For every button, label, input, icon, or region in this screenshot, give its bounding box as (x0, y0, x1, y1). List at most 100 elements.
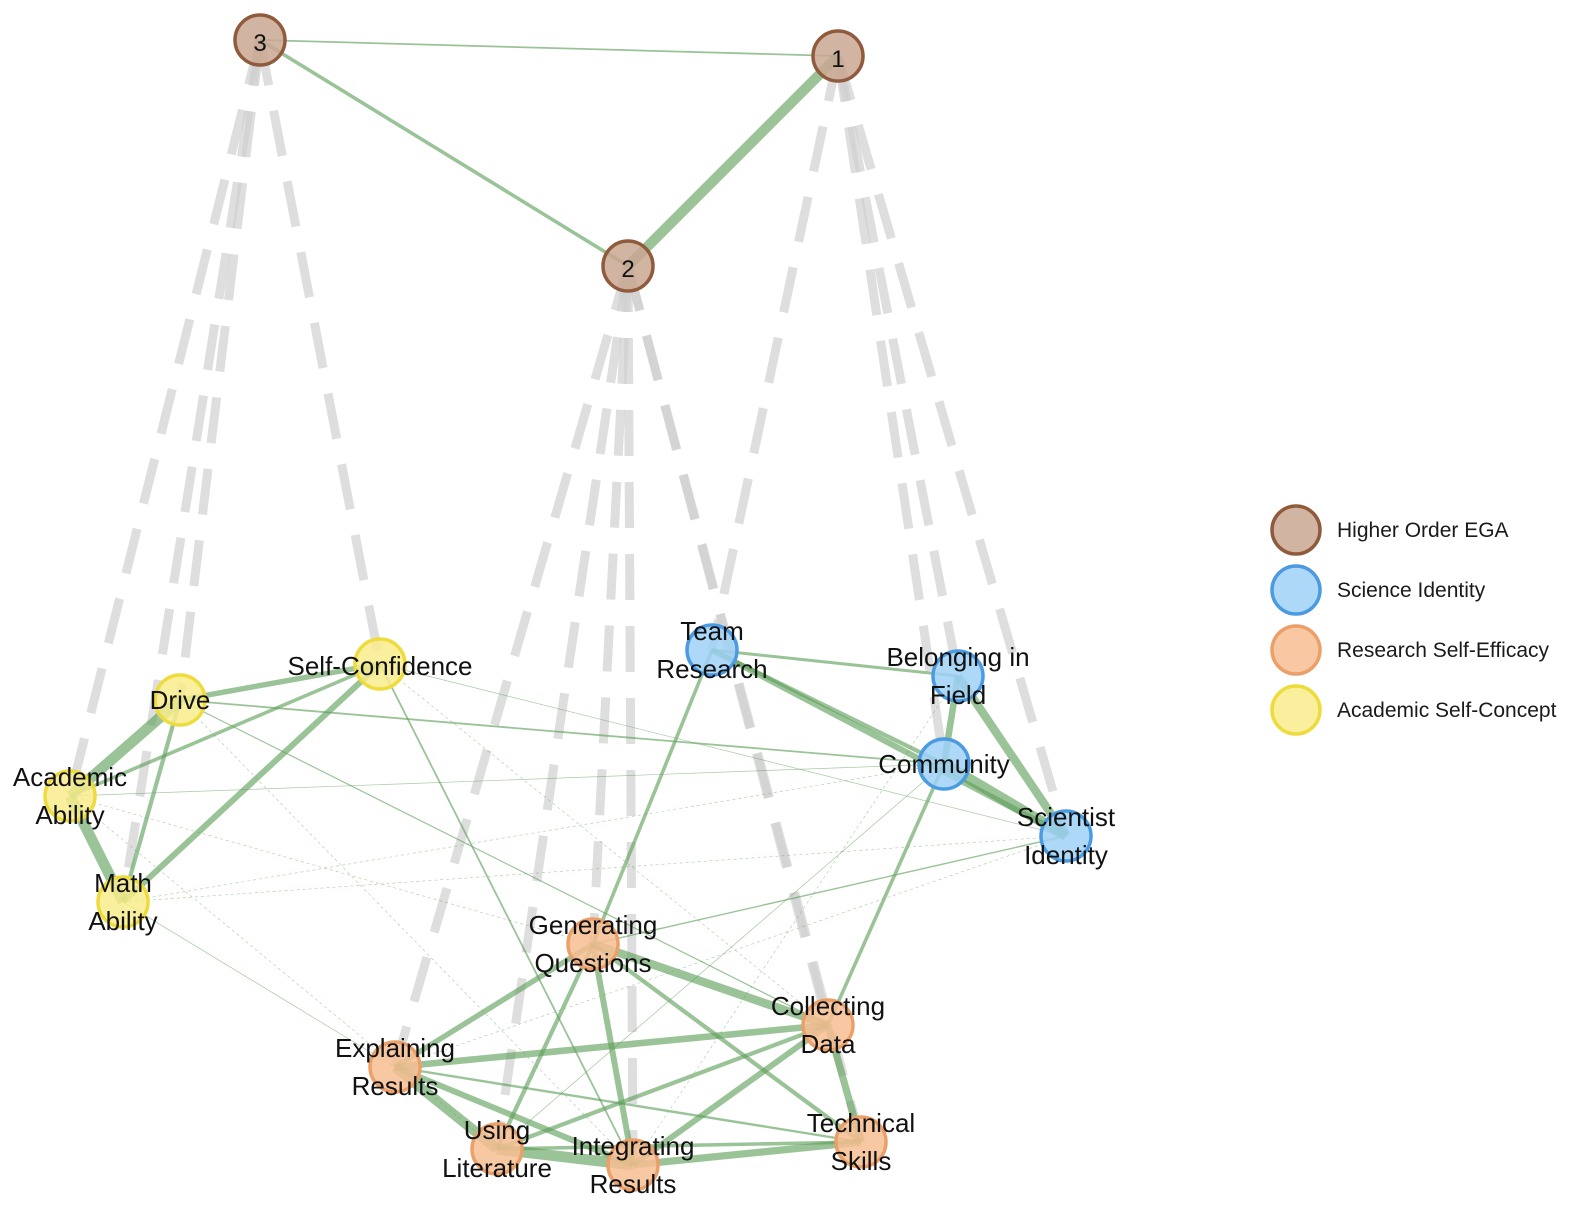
edge-genq-explain (393, 941, 595, 1070)
node-drive[interactable]: Drive (150, 673, 211, 727)
edge-uselit-tech (496, 1140, 862, 1151)
node-label-h3: 3 (253, 30, 266, 57)
legend-label-academic: Academic Self-Concept (1337, 699, 1557, 722)
loading-edge-h2-genq (588, 265, 633, 945)
node-h2[interactable]: 2 (601, 239, 655, 293)
node-h3[interactable]: 3 (233, 13, 287, 67)
legend-label-science: Science Identity (1337, 579, 1486, 602)
edge-h1-h2 (624, 52, 842, 270)
loading-edge-h3-acad (65, 38, 265, 798)
node-label-tech-line1: Technical (807, 1108, 915, 1138)
edge-genq-collect (591, 940, 830, 1029)
legend-swatch-science (1270, 564, 1322, 616)
edge-drive-integ (179, 699, 634, 1166)
edge-scientist-explain (394, 835, 1067, 1068)
legend-swatch-higher (1270, 504, 1322, 556)
node-community[interactable]: Community (878, 737, 1010, 791)
node-circle-explain (368, 1040, 422, 1094)
node-label-team-line1: Team (680, 616, 744, 646)
edge-team-belong (711, 648, 959, 678)
node-h1[interactable]: 1 (811, 29, 865, 83)
node-circle-community (917, 737, 971, 791)
node-label-drive: Drive (150, 685, 211, 715)
node-label-scientist-line1: Scientist (1017, 802, 1116, 832)
edge-collect-integ (631, 1022, 830, 1168)
legend-item-academic: Academic Self-Concept (1270, 684, 1557, 736)
node-label-uselit-line1: Using (464, 1115, 530, 1145)
edge-acad-genq (69, 795, 594, 945)
edge-genq-scientist (592, 835, 1067, 945)
node-circle-math (96, 875, 150, 929)
legend-swatch-research (1270, 624, 1322, 676)
node-label-collect-line1: Collecting (771, 991, 885, 1021)
node-label-uselit-line2: Literature (442, 1153, 552, 1183)
node-label-genq-line2: Questions (534, 948, 651, 978)
loading-edge-h1-community (833, 55, 949, 765)
loading-edge-h3-math (118, 39, 265, 903)
loading-edge-h1-team (707, 55, 843, 651)
node-label-community: Community (878, 749, 1009, 779)
legend-item-higher: Higher Order EGA (1270, 504, 1509, 556)
edge-community-collect (826, 763, 946, 1026)
edge-selfconf-math (120, 661, 383, 905)
edge-h3-h2 (259, 38, 629, 268)
node-circle-selfconf (353, 637, 407, 691)
node-label-genq-line1: Generating (529, 910, 658, 940)
loading-edges-layer (65, 38, 1071, 1166)
node-label-math-line1: Math (94, 868, 152, 898)
edge-math-community (122, 763, 945, 903)
node-label-acad-line1: Academic (13, 762, 127, 792)
node-circle-belong (931, 649, 985, 703)
loading-edge-h2-tech (623, 264, 866, 1144)
node-circle-h3 (233, 13, 287, 67)
edge-math-explain (122, 901, 396, 1068)
node-label-belong-line1: Belonging in (886, 642, 1029, 672)
node-label-integ-line2: Results (590, 1169, 677, 1199)
node-circle-collect (801, 998, 855, 1052)
legend-label-higher: Higher Order EGA (1337, 519, 1509, 542)
loading-edge-h2-integ (623, 265, 638, 1166)
loading-edge-h3-selfconf (255, 39, 385, 665)
edge-acad-uselit (69, 795, 498, 1150)
edge-math-scientist (122, 835, 1067, 903)
node-label-explain-line2: Results (352, 1071, 439, 1101)
node-selfconf[interactable]: Self-Confidence (288, 637, 473, 691)
edge-belong-integ (632, 675, 959, 1166)
edge-collect-uselit (496, 1023, 829, 1151)
edge-drive-math (120, 699, 183, 903)
legend-item-research: Research Self-Efficacy (1270, 624, 1550, 676)
node-circle-genq (566, 917, 620, 971)
node-circle-drive (153, 673, 207, 727)
node-label-math-line2: Ability (88, 906, 157, 936)
node-label-tech-line2: Skills (831, 1146, 892, 1176)
edge-explain-tech (394, 1065, 862, 1144)
edge-collect-explain (394, 1021, 829, 1071)
edge-team-genq (591, 649, 714, 945)
edge-belong-scientist (954, 673, 1070, 839)
node-label-h1: 1 (831, 46, 844, 73)
edge-genq-integ (590, 943, 636, 1166)
edge-drive-selfconf (179, 661, 381, 703)
node-label-collect-line2: Data (801, 1029, 856, 1059)
edge-h3-h1 (259, 39, 839, 57)
node-circle-scientist (1039, 809, 1093, 863)
node-circle-uselit (470, 1122, 524, 1176)
edge-genq-tech (591, 942, 863, 1144)
node-label-explain-line1: Explaining (335, 1033, 455, 1063)
node-circle-tech (834, 1115, 888, 1169)
node-label-integ-line1: Integrating (572, 1131, 695, 1161)
